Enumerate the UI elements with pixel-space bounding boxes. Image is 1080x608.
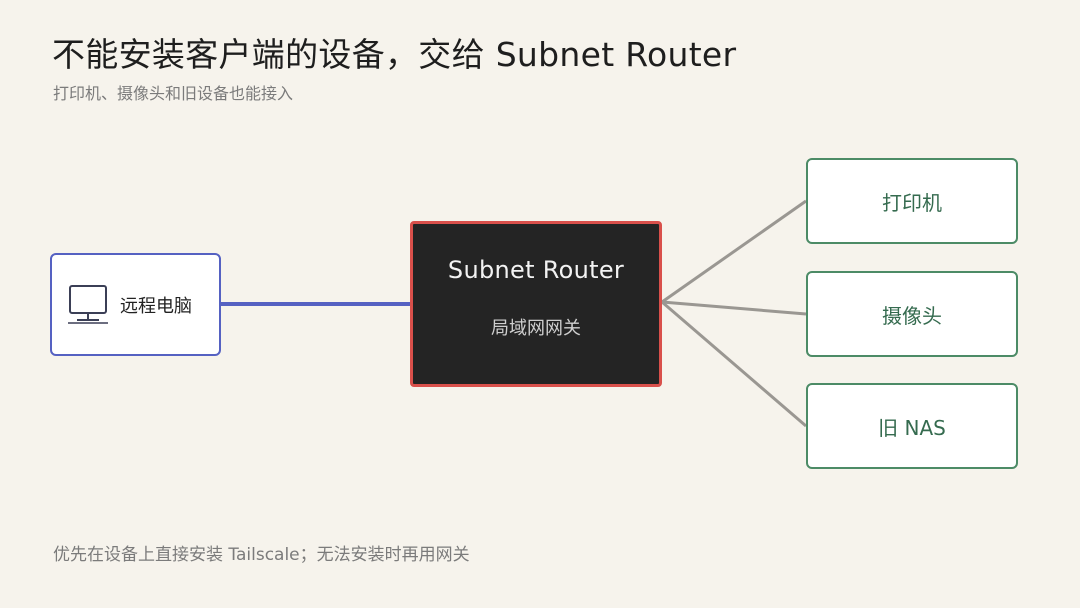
- nas-label: 旧 NAS: [878, 415, 946, 440]
- nas-node: 旧 NAS: [806, 383, 1018, 469]
- router-to-nas-link: [661, 300, 807, 428]
- camera-node: 摄像头: [806, 271, 1018, 357]
- printer-node: 打印机: [806, 158, 1018, 244]
- footer-note: 优先在设备上直接安装 Tailscale；无法安装时再用网关: [53, 545, 470, 565]
- printer-label: 打印机: [882, 190, 942, 215]
- subnet-router-node: Subnet Router 局域网网关: [410, 221, 662, 387]
- router-title: Subnet Router: [447, 256, 625, 284]
- router-to-camera-link: [661, 300, 807, 316]
- router-subtitle: 局域网网关: [491, 318, 581, 339]
- page-title: 不能安装客户端的设备，交给 Subnet Router: [52, 35, 737, 74]
- camera-label: 摄像头: [882, 303, 942, 328]
- page-subtitle: 打印机、摄像头和旧设备也能接入: [53, 84, 294, 103]
- router-to-printer-link: [661, 199, 807, 304]
- remote-computer-label: 远程电脑: [120, 295, 192, 317]
- monitor-icon: [68, 284, 108, 324]
- remote-computer-node: 远程电脑: [50, 253, 221, 356]
